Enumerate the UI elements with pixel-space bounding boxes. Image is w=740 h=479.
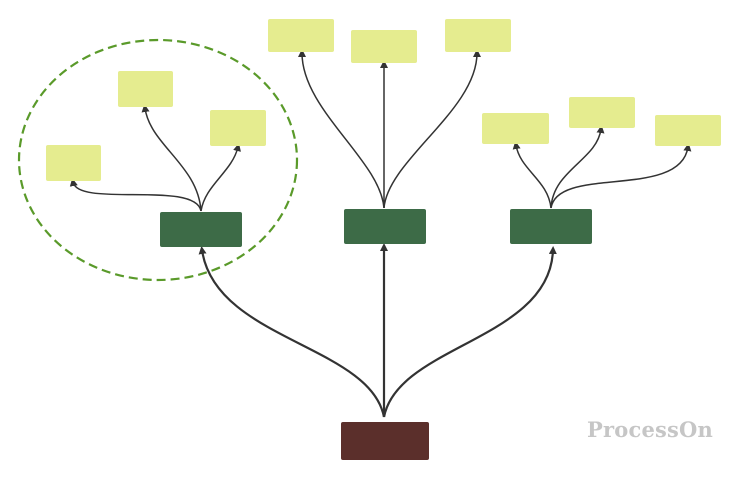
connector-branch-left-to-leaf-left-3 [200,143,241,212]
branch-box [160,212,242,247]
connector-root-to-branch-left [198,246,386,418]
connector-root-to-branch-right [382,246,557,418]
leaf-box [445,19,511,52]
leaf-box [655,115,721,146]
connector-branch-right-to-leaf-right-1 [512,141,552,209]
connector-branch-right-to-leaf-right-3 [550,143,692,209]
watermark-text: ProcessOn [587,417,714,442]
node-leaf-middle-2[interactable] [351,30,417,63]
connector-branch-middle-to-leaf-middle-3 [383,49,481,209]
node-branch-middle[interactable] [344,209,426,244]
leaf-box [482,113,549,144]
node-leaf-left-3[interactable] [210,110,266,146]
node-root[interactable] [341,422,429,460]
node-branch-right[interactable] [510,209,592,244]
leaf-box [351,30,417,63]
node-leaf-right-2[interactable] [569,97,635,128]
connector-branch-left-to-leaf-left-2 [141,104,202,212]
node-branch-left[interactable] [160,212,242,247]
root-box [341,422,429,460]
leaf-box [569,97,635,128]
node-leaf-left-1[interactable] [46,145,101,181]
node-leaf-right-3[interactable] [655,115,721,146]
node-leaf-right-1[interactable] [482,113,549,144]
highlight-ring [17,38,299,282]
branch-box [510,209,592,244]
leaf-box [46,145,101,181]
node-leaf-middle-1[interactable] [268,19,334,52]
connector-branch-right-to-leaf-right-2 [550,125,605,209]
connector-branch-middle-to-leaf-middle-1 [298,49,385,209]
node-leaf-middle-3[interactable] [445,19,511,52]
connector-branch-left-to-leaf-left-1 [69,178,202,212]
leaf-box [118,71,173,107]
node-leaf-left-2[interactable] [118,71,173,107]
leaf-box [210,110,266,146]
branch-box [344,209,426,244]
leaf-box [268,19,334,52]
